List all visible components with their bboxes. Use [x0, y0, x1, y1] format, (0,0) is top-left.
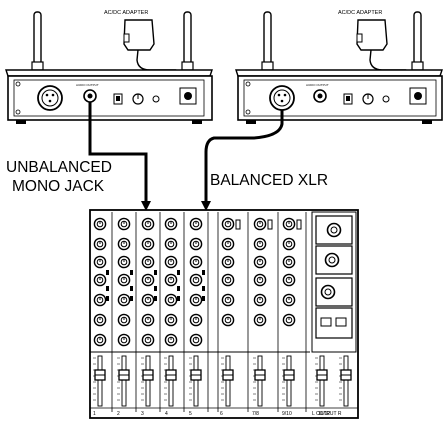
- antenna-left-a: [31, 11, 44, 71]
- mixer-indicator: [177, 296, 180, 301]
- master-knob: [324, 252, 340, 268]
- mixer-fader-section: [93, 355, 352, 407]
- fader-track: [168, 355, 174, 407]
- svg-text:AUDIO OUTPUT: AUDIO OUTPUT: [306, 83, 329, 87]
- mixer-channel-label: 5: [189, 411, 192, 417]
- mixer-indicator: [202, 286, 205, 291]
- knob-small-right: [382, 95, 390, 103]
- mixer-channel-label: 2: [117, 411, 120, 417]
- label-unbalanced-line1: UNBALANCED: [6, 159, 112, 176]
- xlr-output-left: [37, 85, 63, 111]
- master-knob: [326, 222, 342, 238]
- receiver-left: AC/DC ADAPTER AUDIO OUTPUT: [5, 10, 213, 124]
- knob-small-left: [152, 95, 160, 103]
- master-button: [335, 317, 347, 327]
- mixer-channel-label: 9/10: [282, 411, 292, 417]
- dc-input-right: [409, 87, 427, 105]
- cable-balanced-xlr: [201, 110, 284, 211]
- xlr-output-right: [269, 85, 295, 111]
- cable-unbalanced-jack: [88, 102, 151, 211]
- fader-track: [193, 355, 199, 407]
- mixer-indicator: [106, 270, 109, 275]
- mixer-indicator: [130, 286, 133, 291]
- jack-output-right: [313, 89, 327, 103]
- antenna-left-b: [181, 11, 194, 71]
- mixer-indicator: [202, 270, 205, 275]
- mixer-button: [267, 219, 273, 230]
- mixer-indicator: [130, 270, 133, 275]
- mixer-channel-label: 6: [220, 411, 223, 417]
- fader-track: [97, 355, 103, 407]
- knob-channel-left: [132, 93, 144, 105]
- mixer-channel-label: 4: [165, 411, 168, 417]
- knob-channel-right: [362, 93, 374, 105]
- fader-track: [121, 355, 127, 407]
- fader-track: [257, 355, 263, 407]
- mixer-indicator: [106, 286, 109, 291]
- receiver-left-top: [5, 69, 213, 77]
- mixer-master-section: [311, 211, 357, 353]
- master-panel: [311, 211, 357, 353]
- dc-input-left: [179, 87, 197, 105]
- fader-track: [319, 355, 325, 407]
- mixer-channel-label: 11/12: [318, 411, 330, 417]
- mixer-indicator: [154, 286, 157, 291]
- fader-track: [286, 355, 292, 407]
- mixer-button: [296, 219, 302, 230]
- mixer-indicator: [154, 296, 157, 301]
- label-balanced: BALANCED XLR: [210, 172, 328, 189]
- mixer-knob-section: [90, 212, 310, 412]
- switch-right: [343, 93, 353, 105]
- fader-track: [145, 355, 151, 407]
- mixer-channel-label: 1: [93, 411, 96, 417]
- mixer-channel-labels: 1 2 3 4 5 6 7/8 9/10 11/12L OUTPUT R: [90, 407, 358, 417]
- mixer-indicator: [202, 296, 205, 301]
- antenna-right-a: [261, 11, 274, 71]
- jack-output-left: [83, 89, 97, 103]
- mixer: 1 2 3 4 5 6 7/8 9/10 11/12L OUTPUT R: [89, 209, 359, 419]
- mixer-channel-label: L OUTPUT R: [312, 411, 342, 417]
- master-knob-cap: [328, 256, 336, 264]
- switch-left: [113, 93, 123, 105]
- fader-track: [225, 355, 231, 407]
- mixer-indicator: [177, 270, 180, 275]
- master-knob: [320, 284, 336, 300]
- adapter-right-label: AC/DC ADAPTER: [338, 10, 382, 16]
- ac-adapter-right: AC/DC ADAPTER: [338, 10, 417, 83]
- fader-track: [343, 355, 349, 407]
- mixer-indicator: [154, 270, 157, 275]
- svg-text:AUDIO OUTPUT: AUDIO OUTPUT: [76, 83, 99, 87]
- adapter-left-label: AC/DC ADAPTER: [104, 10, 148, 16]
- label-unbalanced-line2: MONO JACK: [12, 178, 105, 195]
- antenna-right-b: [411, 11, 424, 71]
- mixer-channel-label: 3: [141, 411, 144, 417]
- mixer-indicator: [130, 296, 133, 301]
- mixer-button: [235, 219, 241, 230]
- mixer-indicator: [177, 286, 180, 291]
- mixer-channel-label: 7/8: [252, 411, 259, 417]
- receiver-right: AC/DC ADAPTER AUDIO OUTPUT: [235, 10, 443, 124]
- master-box: [315, 215, 353, 245]
- master-knob-cap: [330, 226, 338, 234]
- receiver-right-top: [235, 69, 443, 77]
- master-button: [320, 317, 332, 327]
- mixer-indicator: [106, 296, 109, 301]
- master-knob-cap: [324, 288, 332, 296]
